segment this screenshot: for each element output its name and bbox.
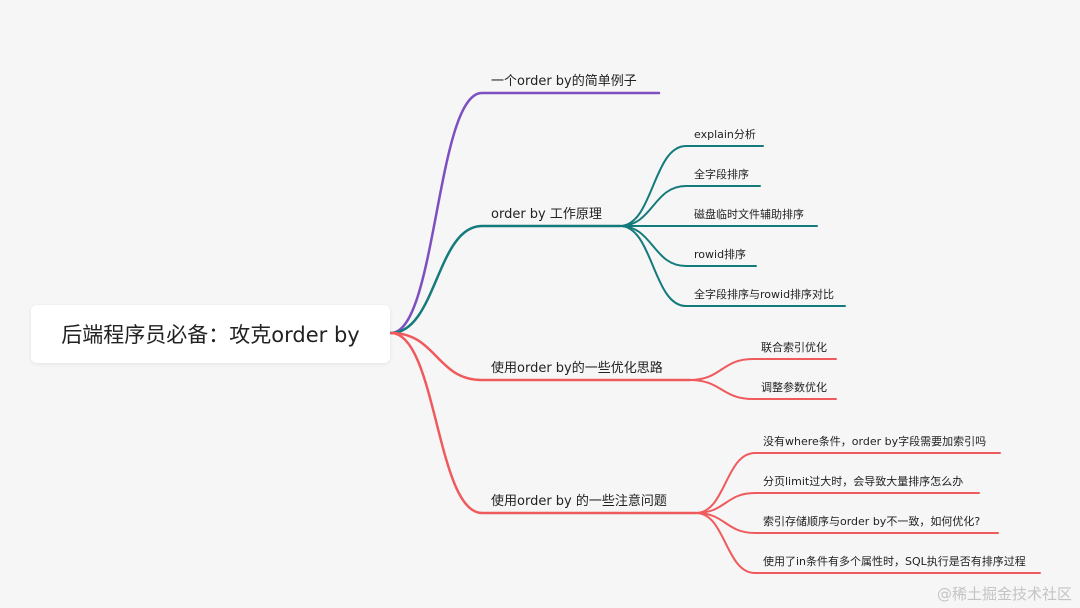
root-node-label: 后端程序员必备：攻克order by (61, 323, 360, 347)
subnode-label[interactable]: 调整参数优化 (761, 381, 827, 394)
watermark: @稀土掘金技术社区 (936, 585, 1072, 603)
subnode-connector (689, 379, 837, 400)
subnode-connector (619, 225, 846, 307)
subnode-label[interactable]: 没有where条件，order by字段需要加索引吗 (763, 435, 987, 448)
subnode-connector (695, 492, 980, 514)
subnode-label[interactable]: 全字段排序 (694, 168, 749, 181)
subnode-label[interactable]: explain分析 (694, 128, 756, 141)
branch-connector (389, 224, 622, 335)
subnode-label[interactable]: 磁盘临时文件辅助排序 (694, 208, 804, 221)
subnode-connector (695, 512, 1041, 574)
branch-label[interactable]: 使用order by 的一些注意问题 (491, 494, 667, 509)
subnode-label[interactable]: rowid排序 (694, 248, 747, 261)
branch-connector (389, 331, 698, 515)
subnode-connector (619, 145, 764, 227)
subnode-connector (695, 452, 1001, 514)
subnode-connector (689, 358, 837, 381)
subnode-connector (619, 225, 757, 267)
branch-label[interactable]: 一个order by的简单例子 (491, 74, 637, 89)
branch-label[interactable]: order by 工作原理 (491, 207, 602, 222)
subnode-connector (619, 185, 761, 227)
branch-connector (389, 331, 692, 382)
subnode-label[interactable]: 联合索引优化 (761, 341, 827, 354)
subnode-label[interactable]: 分页limit过大时，会导致大量排序怎么办 (763, 475, 964, 488)
subnode-label[interactable]: 索引存储顺序与order by不一致，如何优化? (763, 515, 981, 528)
subnode-label[interactable]: 使用了in条件有多个属性时，SQL执行是否有排序过程 (763, 555, 1026, 568)
subnode-connector (695, 512, 999, 534)
branch-label[interactable]: 使用order by的一些优化思路 (491, 361, 663, 376)
branch-connector (389, 91, 661, 335)
root-node[interactable]: 后端程序员必备：攻克order by (31, 305, 390, 363)
subnode-label[interactable]: 全字段排序与rowid排序对比 (694, 288, 835, 301)
